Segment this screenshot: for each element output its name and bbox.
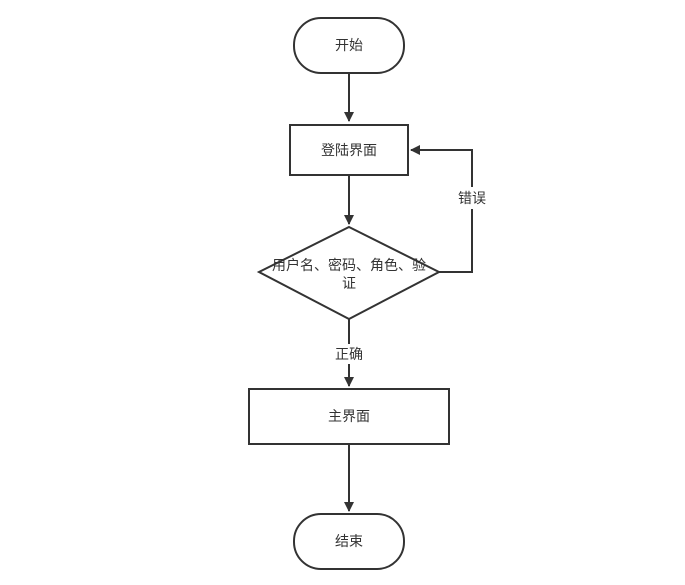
verify-node-label-line2: 证: [342, 276, 356, 292]
edge-label-bg-error: [455, 187, 489, 209]
main-process-shape: [248, 388, 450, 445]
main-node: 主界面: [248, 388, 450, 445]
start-node-label: 开始: [335, 38, 363, 54]
verify-node-label-line1: 用户名、密码、角色、验: [272, 257, 426, 274]
login-node-label: 登陆界面: [321, 143, 377, 159]
login-node: 登陆界面: [289, 124, 409, 176]
start-node: 开始: [293, 17, 405, 74]
edge-label-correct: 正确: [335, 347, 363, 363]
edge-verify-to-login: [410, 145, 473, 273]
verify-decision-shape: [256, 225, 442, 321]
end-node-label: 结束: [335, 534, 363, 550]
end-terminator-shape: [293, 513, 405, 570]
edge-label-bg-correct: [331, 344, 367, 364]
main-node-label: 主界面: [328, 409, 370, 425]
end-node: 结束: [293, 513, 405, 570]
verify-decision-node: 用户名、密码、角色、验 证: [256, 225, 442, 321]
login-process-shape: [289, 124, 409, 176]
start-terminator-shape: [293, 17, 405, 74]
edge-label-error: 错误: [458, 191, 486, 207]
